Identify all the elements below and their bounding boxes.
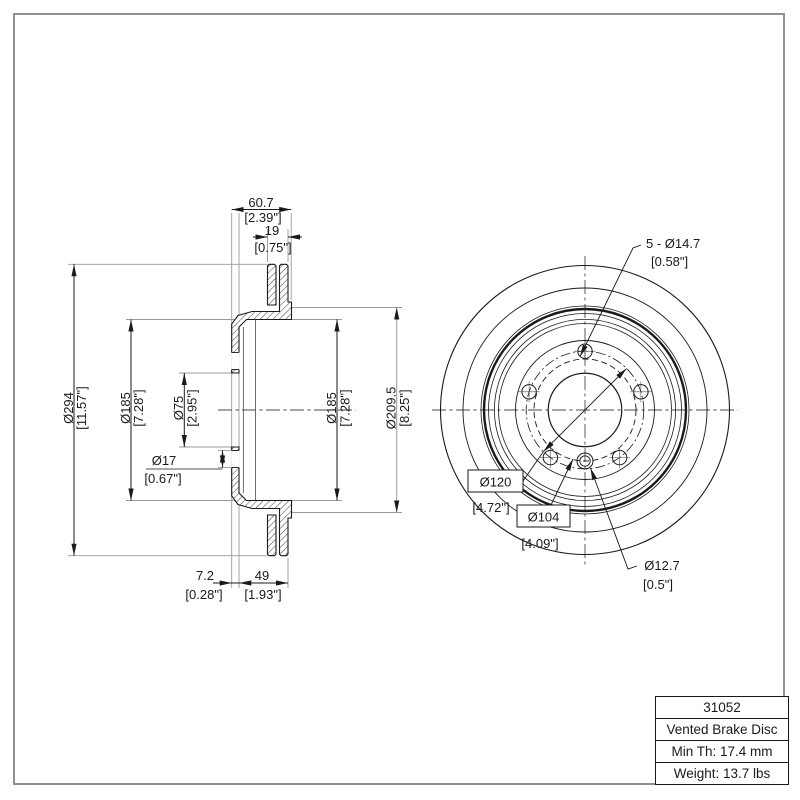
dim-drum-right-in: [7.28"] <box>338 389 353 426</box>
dim-set-screw-in: [0.5"] <box>643 577 673 592</box>
section-hat-bottom <box>231 446 293 557</box>
hub-flange-circle <box>515 340 655 480</box>
pilot-circle-label-box <box>516 504 571 528</box>
dim-bore-mm: Ø75 <box>171 396 186 421</box>
front-centerlines <box>432 256 738 566</box>
dim-bolt-holes-mm: 5 - Ø14.7 <box>646 236 700 251</box>
dim-braking-diameter-in: [8.25"] <box>397 389 412 426</box>
section-dimensions <box>71 206 400 586</box>
dim-bore-in: [2.95"] <box>185 389 200 426</box>
front-view <box>432 244 738 570</box>
dim-drum-left-mm: Ø185 <box>118 392 133 424</box>
page-border <box>13 13 785 785</box>
section-plate-bottom <box>266 514 277 557</box>
dim-braking-diameter-mm: Ø209.5 <box>384 387 399 430</box>
drum-circle <box>493 318 676 501</box>
dim-flange-thickness-in: [0.28"] <box>185 587 222 602</box>
boxed-labels <box>467 469 571 528</box>
pilot-circle-leader <box>550 458 574 506</box>
front-leaders <box>522 244 642 570</box>
product-name: Vented Brake Disc <box>656 718 788 740</box>
extension-lines <box>68 213 402 588</box>
dim-rotor-thickness-mm: 19 <box>265 223 279 238</box>
dim-pilot-in: [4.09"] <box>521 536 558 551</box>
dim-overall-width-mm: 60.7 <box>248 195 273 210</box>
section-hat-top <box>231 263 293 374</box>
hat-wall-holes <box>231 352 240 468</box>
dim-drum-right-mm: Ø185 <box>324 392 339 424</box>
dim-hat-depth-in: [1.93"] <box>244 587 281 602</box>
dim-hat-depth-mm: 49 <box>255 568 269 583</box>
dim-bolt-holes-in: [0.58"] <box>651 254 688 269</box>
dim-bolt-circle-mm: Ø120 <box>480 475 512 490</box>
weight: Weight: 13.7 lbs <box>656 762 788 784</box>
dim-wall-hole-in: [0.67"] <box>144 471 181 486</box>
spec-table: 31052 Vented Brake Disc Min Th: 17.4 mm … <box>655 696 789 785</box>
section-body <box>231 263 293 557</box>
dim-flange-thickness-mm: 7.2 <box>196 568 214 583</box>
chamfer-circle <box>462 287 708 533</box>
braking-surface-circle <box>482 307 688 513</box>
dim-set-screw-mm: Ø12.7 <box>644 558 679 573</box>
outer-diameter-circle <box>439 264 731 556</box>
section-plate-top <box>266 263 277 306</box>
dim-bolt-circle-in: [4.72"] <box>472 500 509 515</box>
dim-drum-left-in: [7.28"] <box>131 389 146 426</box>
dim-rotor-thickness-in: [0.75"] <box>254 240 291 255</box>
part-number: 31052 <box>703 700 741 715</box>
dim-wall-hole-mm: Ø17 <box>152 453 177 468</box>
bolt-circle-label-box <box>467 469 524 493</box>
dimension-text: 60.7 [2.39"] 19 [0.75"] Ø294 [11.57"] Ø1… <box>61 195 700 602</box>
section-view <box>218 263 356 557</box>
dim-pilot-mm: Ø104 <box>528 510 560 525</box>
bolt-circle-leader <box>543 368 627 452</box>
set-screw-leader <box>590 467 638 570</box>
set-screw-hole <box>576 452 594 470</box>
dim-outer-diameter-in: [11.57"] <box>74 386 89 429</box>
min-thickness: Min Th: 17.4 mm <box>656 740 788 762</box>
bolt-hole-leader <box>579 244 642 357</box>
dim-outer-diameter-mm: Ø294 <box>61 392 76 424</box>
dim-overall-width-in: [2.39"] <box>244 210 281 225</box>
